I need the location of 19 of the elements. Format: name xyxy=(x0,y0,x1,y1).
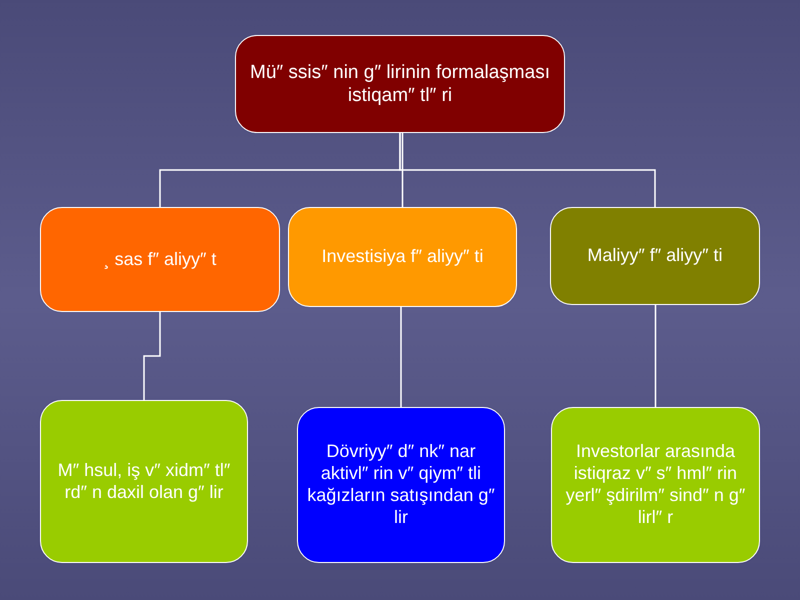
text-box xyxy=(40,400,248,563)
connector-line xyxy=(402,133,404,207)
node-text: Maliyy″ f″ aliyy″ ti xyxy=(587,245,723,267)
node-text: Investisiya f″ aliyy″ ti xyxy=(322,246,484,268)
node-text: ¸ sas f″ aliyy″ t xyxy=(104,248,216,270)
node-text: M″ hsul, iş v″ xidm″ tl″ rd″ n daxil olan g″ lir xyxy=(56,460,232,504)
connector-line xyxy=(143,312,161,400)
text-box xyxy=(288,207,517,307)
node-text: Mü″ ssis″ nin g″ lirinin formalaşması istiqam″ tl″ ri xyxy=(249,60,551,108)
node-text: Dövriyy″ d″ nk″ nar aktivl″ rin v″ qiym″ tli kağızların satışından g″ lir xyxy=(306,441,496,529)
text-box xyxy=(550,207,760,305)
text-box xyxy=(235,35,565,133)
connector-line xyxy=(654,305,656,407)
text-box xyxy=(40,207,280,312)
text-box xyxy=(551,407,760,563)
text-box xyxy=(297,407,505,563)
connector-line xyxy=(399,133,656,207)
connector-line xyxy=(400,307,402,407)
node-text: Investorlar arasında istiqraz v″ s″ hml″ rin yerl″ şdirilm″ sind″ n g″ lirl″ r xyxy=(564,441,746,529)
